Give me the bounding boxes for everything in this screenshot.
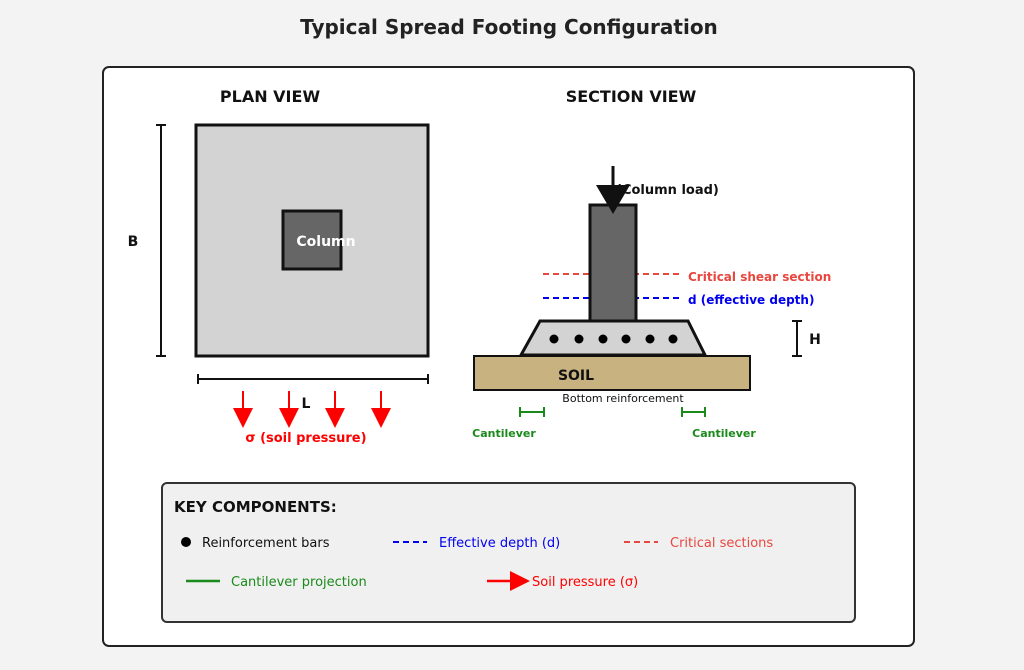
- bottom-reinforcement-label: Bottom reinforcement: [562, 392, 684, 405]
- soil-pressure-arrow: [371, 391, 391, 428]
- rebar-dot: [668, 334, 678, 344]
- soil-pressure-arrow: [325, 391, 345, 428]
- effective-depth-label: d (effective depth): [688, 293, 814, 307]
- legend-critical-label: Critical sections: [670, 536, 773, 551]
- critical-shear-label: Critical shear section: [688, 270, 831, 284]
- legend-effective-depth-label: Effective depth (d): [439, 536, 560, 551]
- legend-soil-pressure-label: Soil pressure (σ): [532, 575, 638, 590]
- legend-soil-pressure-icon: [487, 571, 530, 591]
- column-load-arrow: [596, 166, 630, 214]
- column-load-label: (Column load): [616, 183, 719, 198]
- soil-pressure-arrow: [233, 391, 253, 428]
- legend-rebar-icon: [181, 537, 191, 547]
- legend-box: [161, 482, 856, 623]
- reinforcement-bars: [549, 334, 678, 344]
- plan-view-heading: PLAN VIEW: [220, 87, 321, 106]
- section-view-heading: SECTION VIEW: [566, 87, 697, 106]
- page-title: Typical Spread Footing Configuration: [300, 15, 718, 39]
- rebar-dot: [574, 334, 584, 344]
- dimension-l-label: L: [302, 396, 311, 412]
- rebar-dot: [645, 334, 655, 344]
- cantilever-right-mark: [681, 407, 706, 417]
- dimension-l: [197, 374, 429, 384]
- legend-heading: KEY COMPONENTS:: [174, 498, 337, 516]
- section-footing: [518, 319, 708, 357]
- dimension-h-label: H: [809, 332, 821, 348]
- legend-reinforcement-label: Reinforcement bars: [202, 536, 330, 551]
- section-column: [588, 203, 638, 323]
- cantilever-right-label: Cantilever: [692, 427, 756, 440]
- rebar-dot: [621, 334, 631, 344]
- soil-label: SOIL: [558, 368, 594, 384]
- plan-column-label: Column: [296, 234, 355, 250]
- cantilever-left-mark: [519, 407, 545, 417]
- dimension-b: [156, 124, 166, 357]
- rebar-dot: [598, 334, 608, 344]
- soil-pressure-label: σ (soil pressure): [245, 431, 366, 446]
- plan-column: [281, 209, 343, 271]
- cantilever-left-label: Cantilever: [472, 427, 536, 440]
- soil-layer: [473, 355, 751, 391]
- dimension-b-label: B: [128, 234, 139, 250]
- rebar-dot: [549, 334, 559, 344]
- dimension-h: [792, 320, 802, 357]
- soil-pressure-arrow: [279, 391, 299, 428]
- legend-cantilever-label: Cantilever projection: [231, 575, 367, 590]
- soil-pressure-arrows: [233, 391, 391, 428]
